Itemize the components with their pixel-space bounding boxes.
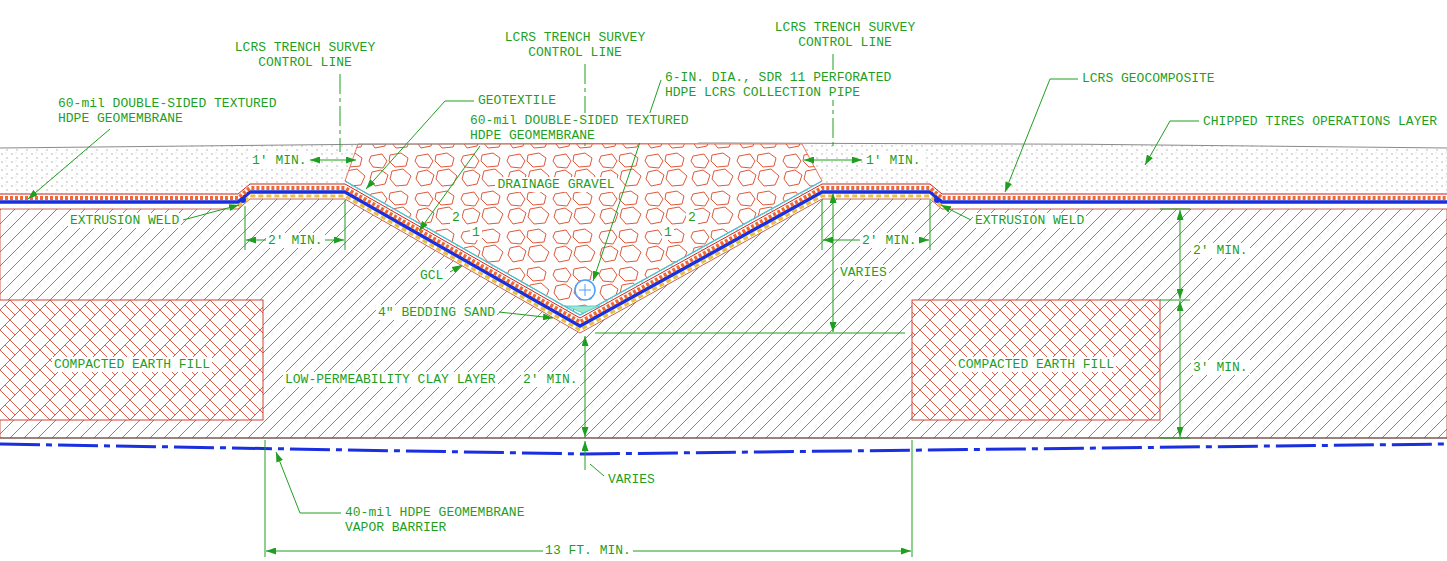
vapor-barrier [0,444,1447,454]
collection-pipe [575,280,595,300]
extension-line [265,440,912,557]
dimension-line [585,441,586,470]
pipe-bedding [566,306,600,313]
weld-symbol [240,197,246,203]
callout-label: 1' MIN. [250,153,309,168]
dimensions [245,160,1190,557]
drainage-gravel [345,144,822,315]
callout-label: LOW-PERMEABILITY CLAY LAYER [283,372,498,387]
geotextile [345,181,822,315]
callout-label: 3' MIN. [1191,360,1250,375]
extension-line [245,200,345,250]
callout-label: 2 [450,210,462,225]
callout-label: 1 [662,225,674,240]
dimension-line [310,160,356,161]
callout-label: 2' MIN. [266,233,325,248]
callout-label: LCRS GEOCOMPOSITE [1080,71,1217,86]
callout-label: 60-mil DOUBLE-SIDED TEXTURED HDPE GEOMEM… [468,113,698,143]
leader-line [590,464,604,476]
top-surface [0,143,1447,148]
callout-label: 4" BEDDING SAND [376,305,497,320]
callout-label: 2' MIN. [860,233,919,248]
callout-label: 2' MIN. [521,372,580,387]
leader-line [276,452,341,513]
dimension-line [1180,301,1181,437]
callout-label: VARIES [606,472,657,487]
callout-label: 6-IN. DIA., SDR 11 PERFORATED HDPE LCRS … [663,70,899,100]
extension-line [822,200,930,250]
callout-label: EXTRUSION WELD [973,213,1086,228]
callout-label: LCRS TRENCH SURVEY CONTROL LINE [763,20,927,50]
weld-symbol [934,197,940,203]
callout-label: VARIES [838,265,889,280]
compacted-fill [0,300,263,420]
leader-line [1005,79,1078,192]
extension-line [595,333,905,334]
extension-line [1160,209,1190,438]
control-line [833,54,834,146]
dimension-line [585,336,586,437]
callout-label: EXTRUSION WELD [68,213,181,228]
leader-line [28,129,110,199]
leader-line [499,312,553,318]
callout-label: LCRS TRENCH SURVEY CONTROL LINE [223,40,387,70]
leader-line [183,205,239,220]
dimension-line [833,193,834,332]
callout-label: 13 FT. MIN. [543,543,633,558]
leader-line [450,265,462,272]
callout-label: CHIPPED TIRES OPERATIONS LAYER [1201,114,1439,129]
pipe-center [579,284,591,296]
leader-line [941,205,971,220]
callout-label: 60-mil DOUBLE-SIDED TEXTURED HDPE GEOMEM… [56,96,286,126]
dimension-line [804,160,862,161]
leader-line [419,146,480,231]
callout-label: 1' MIN. [864,153,923,168]
dimension-line [1180,210,1181,299]
callout-label: 2 [686,210,698,225]
compacted-fill [912,300,1160,420]
leader-line [366,101,474,189]
callout-label: GEOTEXTILE [476,93,558,108]
callout-label: COMPACTED EARTH FILL [956,357,1116,372]
base-line [0,438,1447,439]
callout-label: GCL [418,268,445,283]
callout-label: LCRS TRENCH SURVEY CONTROL LINE [493,30,657,60]
control-lines [340,54,833,152]
callout-label: 2' MIN. [1191,243,1250,258]
callout-label: DRAINAGE GRAVEL [495,177,616,192]
callout-label: 1 [470,225,482,240]
leaders [28,79,1199,513]
control-line [340,74,341,152]
callout-label: COMPACTED EARTH FILL [52,357,212,372]
callout-label: 40-mil HDPE GEOMEMBRANE VAPOR BARRIER [343,505,533,535]
leader-line [1145,121,1199,165]
